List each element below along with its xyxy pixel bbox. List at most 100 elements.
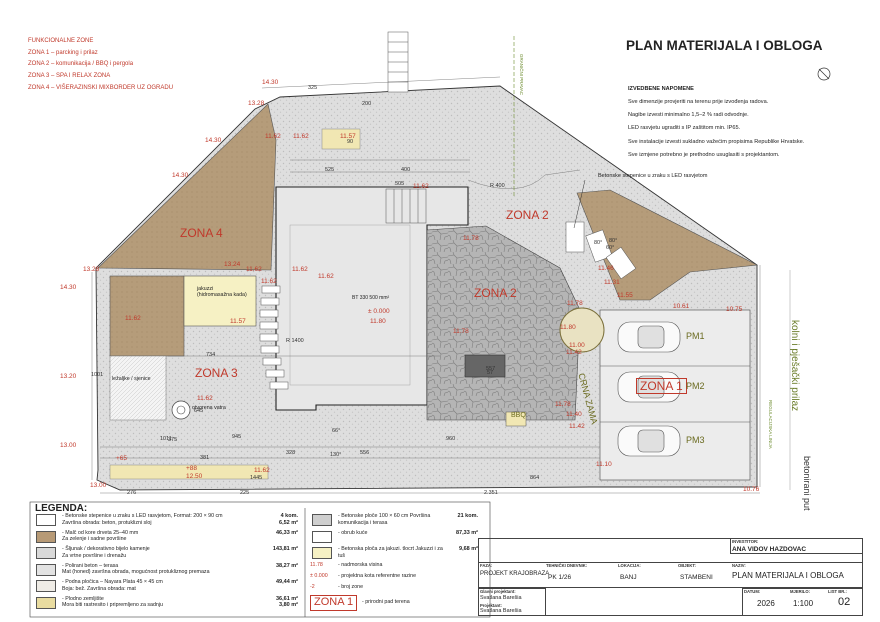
dimension-label: 200: [362, 101, 372, 107]
legend-text: - Malč od kore drveta 25–40 mm Za zelenj…: [62, 529, 139, 543]
elevation-label: 10.76: [743, 486, 760, 493]
legend-quantity: 143,81 m²: [272, 546, 298, 552]
dimension-label: 864: [530, 475, 540, 481]
dimension-label: 2.351: [484, 490, 498, 496]
legend-quantity: 4 kom. 6,52 m²: [279, 513, 298, 526]
jakuzzi-label: jakuzzi (hidromasažna kada): [197, 286, 247, 299]
elevation-label: 11.62: [197, 395, 213, 402]
elevation-label: 14.30: [205, 137, 222, 144]
legend-swatch: [36, 596, 56, 609]
stepping-stones: [259, 285, 289, 390]
dimension-label: 645: [194, 408, 204, 414]
notes: IZVEDBENE NAPOMENE Sve dimenzije provjer…: [628, 83, 804, 162]
location-label: LOKACIJA:: [618, 563, 641, 568]
zone-list-item: ZONA 4 – VIŠERAZINSKI MIXBORDER UZ OGRAD…: [28, 84, 174, 91]
legend-quantity: 38,27 m²: [275, 562, 298, 569]
legend-swatch: [36, 530, 56, 543]
dimension-label: 381: [200, 455, 210, 461]
drawing-name: PLAN MATERIJALA I OBLOGA: [732, 571, 844, 580]
steps-right: [565, 221, 637, 280]
elevation-label: 12.50: [186, 473, 203, 480]
elevation-label: 11.78: [453, 328, 469, 335]
zone4-mulch: [97, 103, 277, 271]
dimension-label: 90: [347, 139, 354, 145]
lounge-hatch: [109, 355, 167, 421]
legend-swatch: [36, 514, 56, 526]
phase: PROJEKT KRAJOBRAZA: [480, 571, 550, 577]
elevation-label: 11.31: [604, 279, 620, 286]
elevation-label: 11.62: [293, 133, 309, 140]
tech-number: PK 1/26: [548, 574, 572, 581]
bbq-label: BBQ: [511, 412, 526, 419]
fire-label: otvorena vatra: [192, 405, 226, 411]
elevation-label: 11.40: [566, 411, 582, 418]
dimension-label: 557: [486, 366, 496, 372]
sheet-label: LIST BR.:: [828, 589, 847, 594]
object-label: OBJEKT:: [678, 563, 696, 568]
elevation-label: 10.61: [673, 303, 690, 310]
elevation-label: 11.55: [617, 292, 633, 299]
tech-label: TEHNIČKI DNEVNIK:: [546, 563, 588, 568]
elevation-label: 11.62: [254, 467, 270, 474]
legend-quantity: 36,61 m² 3,80 m²: [275, 595, 298, 609]
zone3-mulch: [109, 275, 185, 357]
elevation-label: 13.28: [248, 100, 265, 107]
dimension-label: 80°: [609, 238, 618, 244]
dimension-label: 80°: [594, 240, 603, 246]
dimension-label: 225: [240, 490, 250, 496]
legend-swatch: [36, 547, 56, 559]
car-2: [617, 371, 681, 403]
dining-table: [464, 354, 506, 378]
investor: ANA VIDOV HAZDOVAC: [732, 546, 807, 553]
elevation-label: 11.57: [230, 318, 246, 325]
elevation-label: 13.20: [60, 373, 77, 380]
scale: 1:100: [793, 599, 814, 608]
dimension-label: 375: [168, 437, 178, 443]
zone-list: FUNKCIONALNE ZONE ZONA 1 – parcking i pr…: [28, 36, 173, 94]
steps-callout: Betonske stepenice u zraku s LED rasvjet…: [598, 173, 708, 179]
fire-pit: [171, 400, 191, 420]
elevation-label: 11.62: [265, 133, 281, 140]
legend-symbol: ZONA 1: [310, 595, 358, 611]
legend-swatch: [312, 547, 332, 559]
street-surface-label: betonirani put: [802, 456, 812, 511]
steps-top: [387, 31, 409, 93]
dimension-label: 276: [127, 490, 137, 496]
elevation-label: 13.24: [224, 261, 241, 268]
designer: Svatlana Barešia: [480, 595, 522, 601]
boundary-label: GRANIČNI PRAVAC: [519, 54, 524, 96]
legend-quantity: 21 kom.: [457, 513, 478, 519]
elevation-label: 13.28: [83, 266, 100, 273]
legend-symbol-text: - nadmorska visina: [338, 562, 383, 568]
jakuzzi-area: [183, 275, 257, 327]
zone-3-label: ZONA 3: [195, 366, 238, 380]
investor-label: INVESTITOR:: [732, 539, 759, 544]
legend-quantity: 46,33 m²: [275, 529, 298, 536]
pm1: PM1: [686, 331, 705, 341]
zone-2-label-b: ZONA 2: [474, 286, 517, 300]
elevation-label: 11.78: [463, 235, 479, 242]
elevation-label: 14.30: [262, 79, 279, 86]
zone-2-label: ZONA 2: [506, 208, 549, 222]
elevation-label: 11.46: [598, 265, 614, 272]
note-item: Sve dimenzije provjeriti na terenu prije…: [628, 99, 769, 106]
pm3: PM3: [686, 435, 705, 445]
elevation-label: 11.78: [555, 401, 571, 408]
phase-label: FAZA:: [480, 563, 493, 568]
street-label: kolni i pješački prilaz: [789, 320, 800, 412]
dimension-label: 1001: [91, 372, 104, 378]
dimension-label: 328: [286, 450, 296, 456]
tree-circle: [559, 307, 605, 353]
elevation-label: 14.30: [172, 172, 189, 179]
year: 2026: [757, 599, 775, 608]
elevation-label: 11.62: [246, 266, 262, 273]
car-1: [617, 321, 681, 353]
dimension-label: 556: [360, 450, 370, 456]
dimension-label: 1445: [250, 475, 263, 481]
dimension-label: 57: [487, 370, 494, 376]
pm2: PM2: [686, 381, 705, 391]
dimension-label: 60°: [606, 245, 615, 251]
zone-1-label: ZONA 1: [636, 378, 687, 394]
